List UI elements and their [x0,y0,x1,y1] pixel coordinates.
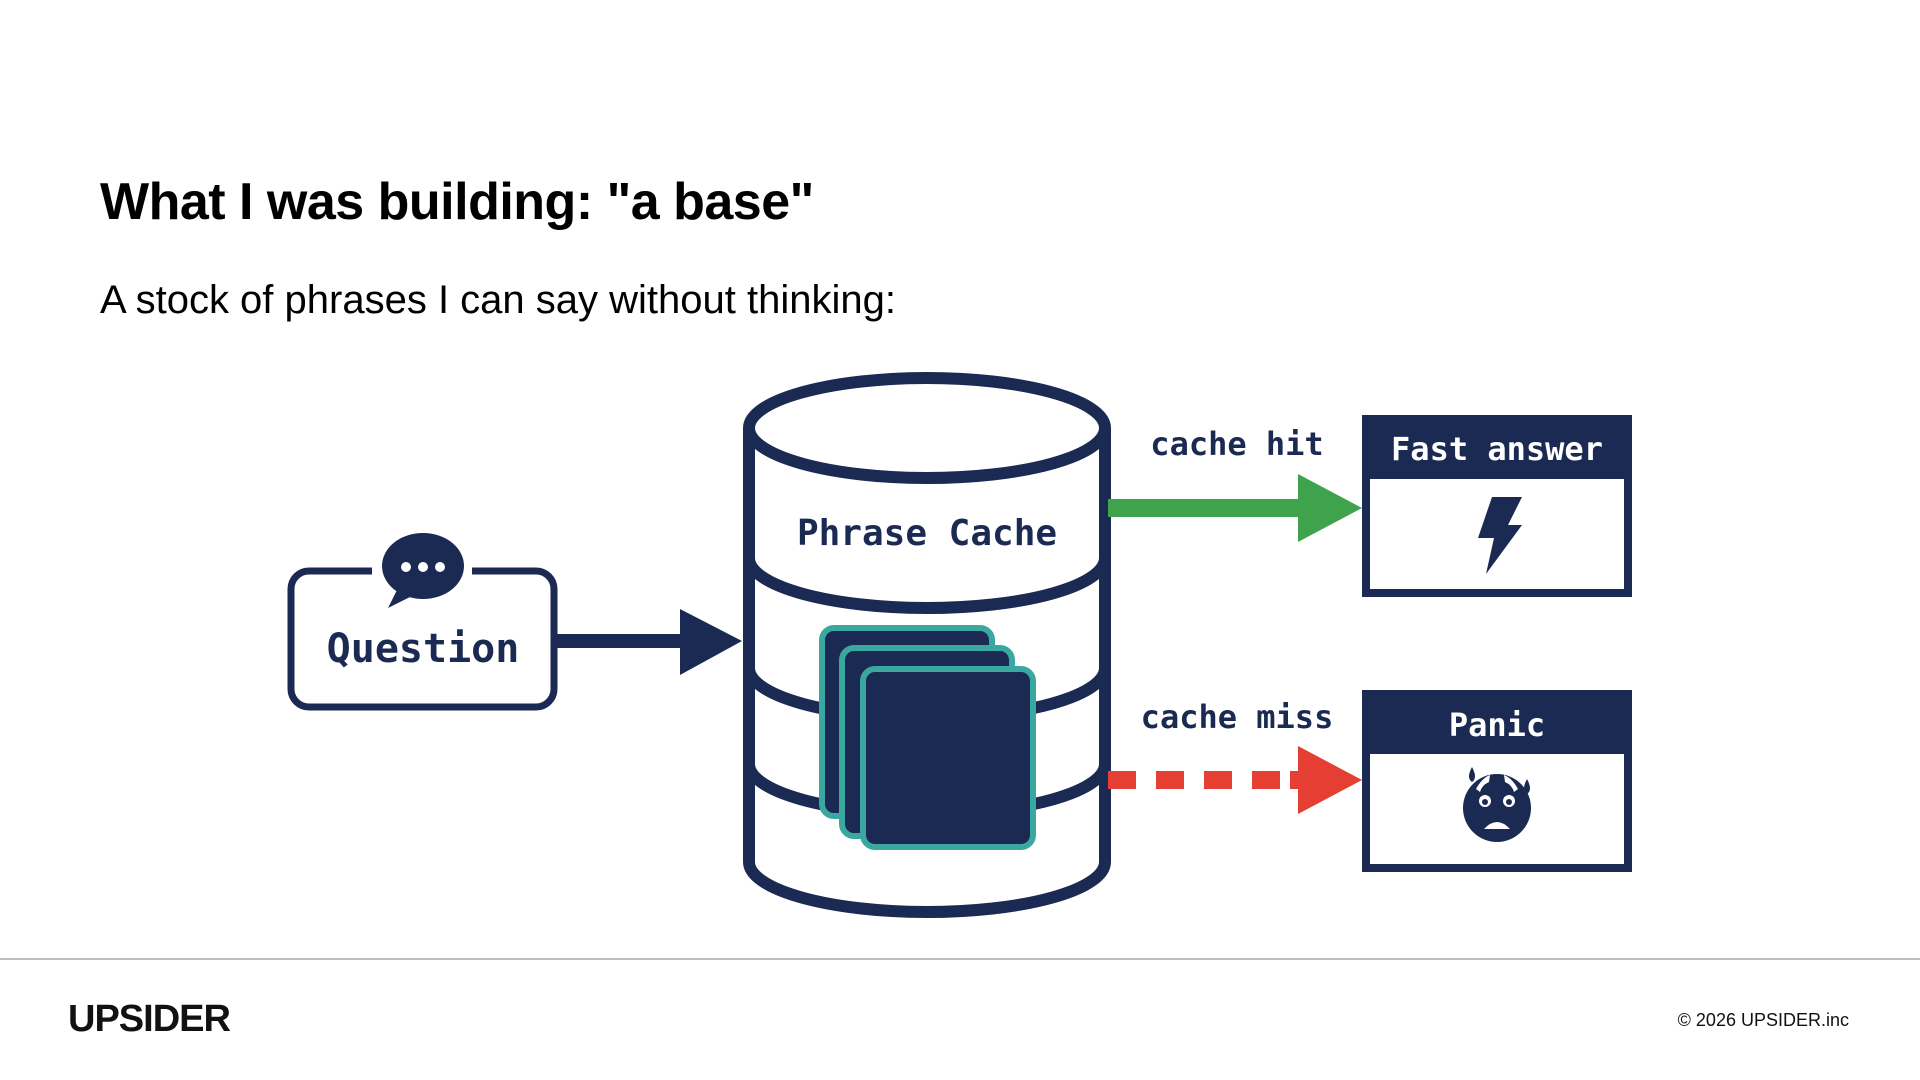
panic-title: Panic [1449,706,1545,744]
phrase-cards-icon [819,625,1036,850]
cache-hit-label: cache hit [1150,425,1323,463]
lightning-bolt-icon [1478,497,1522,574]
speech-bubble-icon [382,533,464,608]
slide-title: What I was building: "a base" [100,173,814,231]
cache-label: Phrase Cache [797,513,1057,554]
cache-miss-label: cache miss [1141,698,1334,736]
cache-hit-arrow [1108,474,1362,542]
slide-subtitle: A stock of phrases I can say without thi… [100,278,896,322]
anxious-face-icon [1463,767,1531,842]
fast-answer-title: Fast answer [1391,430,1603,468]
footer-divider [0,958,1920,960]
input-arrow [554,609,742,675]
upsider-logo: UPSIDER [68,998,231,1040]
copyright-text: © 2026 UPSIDER.inc [1677,1010,1849,1030]
question-label: Question [327,626,520,672]
cache-miss-arrow [1108,746,1362,814]
